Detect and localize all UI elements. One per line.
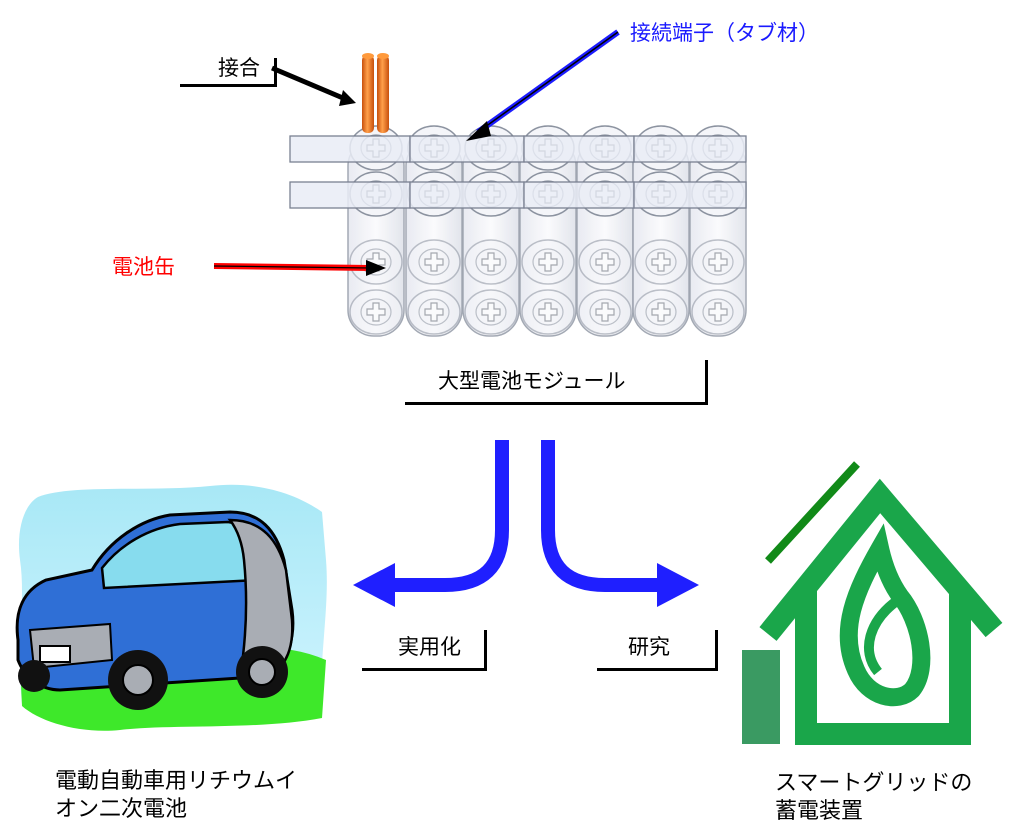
tab-strip: [633, 135, 747, 163]
joint-pointer: [271, 65, 356, 106]
can-pointer: [213, 260, 386, 276]
smart-grid-caption: スマートグリッドの 蓄電装置: [775, 770, 972, 826]
tab-label: 接続端子（タブ材）: [630, 21, 819, 45]
grid-caption-line-1: スマートグリッドの: [775, 771, 973, 796]
tab-strip: [289, 135, 411, 163]
ev-caption-line-2: オン二次電池: [55, 797, 188, 822]
tab-strip: [633, 181, 747, 209]
tab-strip: [409, 135, 525, 163]
can-label: 電池缶: [112, 255, 175, 279]
joint-label-underline: [180, 58, 277, 87]
car-illustration: [15, 484, 327, 731]
joint-label: 接合: [218, 56, 260, 80]
practical-label-underline: [362, 630, 487, 671]
electrode-rods: [362, 53, 389, 133]
module-label: 大型電池モジュール: [438, 369, 626, 393]
battery-module: [289, 53, 747, 337]
tab-strips: [289, 135, 747, 209]
tab-pointer: [466, 29, 620, 141]
research-label: 研究: [628, 635, 670, 659]
grid-caption-line-2: 蓄電装置: [775, 799, 864, 824]
eco-house-icon: [742, 461, 1003, 745]
ev-caption-line-1: 電動自動車用リチウムイ: [55, 769, 298, 794]
flow-arrows: [353, 440, 699, 607]
tab-strip: [523, 135, 635, 163]
research-label-underline: [597, 630, 718, 671]
practical-label: 実用化: [398, 635, 461, 659]
module-label-underline: [405, 360, 708, 405]
tab-strip: [523, 181, 635, 209]
tab-strip: [409, 181, 525, 209]
ev-battery-caption: 電動自動車用リチウムイ オン二次電池: [55, 768, 297, 824]
tab-strip: [289, 181, 411, 209]
